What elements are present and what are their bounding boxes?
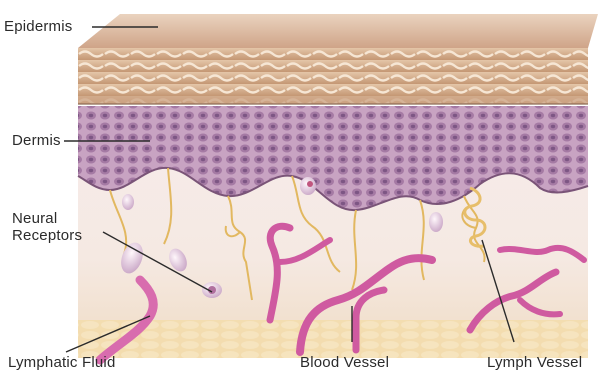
epidermis-layer <box>78 48 588 104</box>
label-lymphatic-fluid: Lymphatic Fluid <box>8 354 116 371</box>
label-blood-vessel: Blood Vessel <box>300 354 389 371</box>
label-neural-receptors: Neural Receptors <box>12 210 102 244</box>
epidermis-surface <box>78 14 598 48</box>
label-dermis: Dermis <box>12 132 61 149</box>
label-lymph-vessel: Lymph Vessel <box>487 354 582 371</box>
fat-layer <box>78 320 588 358</box>
label-epidermis: Epidermis <box>4 18 73 35</box>
